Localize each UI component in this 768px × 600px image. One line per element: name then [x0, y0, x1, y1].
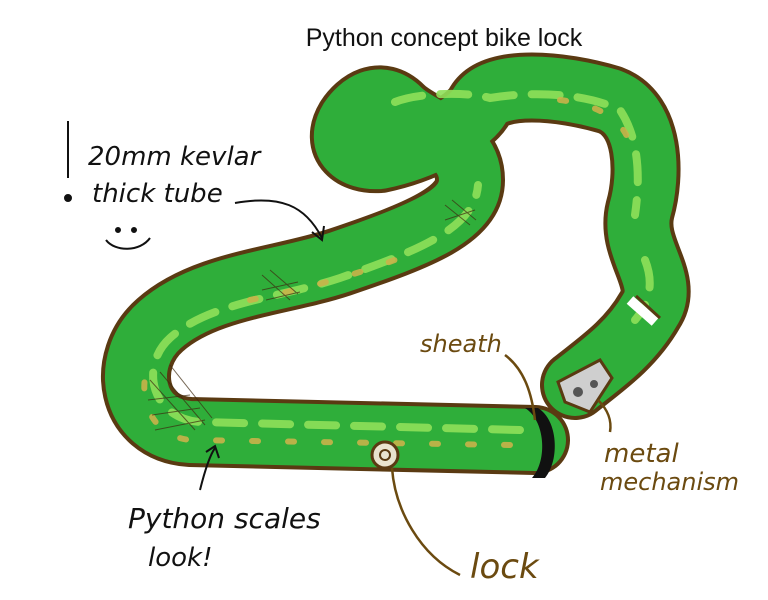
python-label-line1: Python scales	[128, 502, 321, 535]
metal-label-line2: mechanism	[600, 468, 739, 496]
kevlar-pointer	[234, 199, 323, 239]
lock-label: lock	[470, 547, 540, 587]
scale-hatch	[147, 199, 477, 431]
pointer-lines	[64, 121, 325, 491]
snake-fill	[105, 56, 687, 471]
snake-scale-dashes	[141, 97, 635, 448]
kevlar-label-line1: 20mm kevlar	[88, 142, 263, 172]
brown-pointer-lines	[390, 354, 612, 577]
exclamation-dot	[64, 194, 72, 202]
metal-mechanism-head	[556, 294, 662, 414]
kevlar-arrowhead	[311, 225, 325, 242]
python-lock-body	[101, 52, 691, 475]
keyhole	[370, 440, 400, 470]
python-pointer	[199, 447, 216, 491]
metal-pointer	[597, 399, 612, 433]
page-title: Python concept bike lock	[305, 24, 583, 52]
sheath-ring	[525, 408, 555, 478]
snake-highlight	[149, 89, 654, 434]
python-label-line2: look!	[148, 543, 213, 573]
metal-label-line1: metal	[604, 439, 679, 469]
kevlar-label-line2: thick tube	[92, 179, 223, 209]
smiley-face	[105, 227, 151, 250]
python-arrowhead	[205, 444, 220, 459]
lock-pointer	[390, 467, 461, 577]
sheath-pointer	[504, 354, 537, 421]
sheath-label: sheath	[420, 330, 502, 358]
